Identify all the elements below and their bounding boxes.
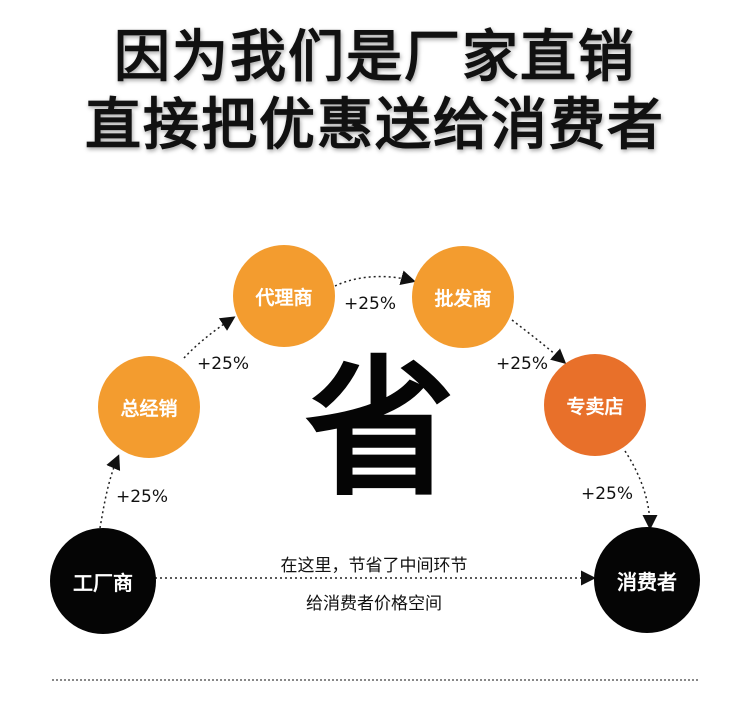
markup-label: +25% [496,354,549,374]
node-distributor: 总经销 [98,356,200,458]
markup-label: +25% [344,294,397,314]
headline-line-2: 直接把优惠送给消费者 [85,93,665,158]
node-manufacturer: 工厂商 [50,528,156,634]
node-agent: 代理商 [233,245,335,347]
arrow-manufacturer-to-distributor [99,454,121,529]
headline-line-1: 因为我们是厂家直销 [114,25,636,90]
markup-label: +25% [581,484,634,504]
arrow-wholesaler-to-retailer [511,319,567,364]
node-label: 总经销 [120,397,178,420]
node-label: 消费者 [617,569,677,594]
arrow-distributor-to-agent [183,316,236,359]
arrow-agent-to-wholesaler [334,270,416,287]
note-line-2: 给消费者价格空间 [306,594,442,614]
node-label: 专卖店 [566,395,624,418]
node-consumer: 消费者 [594,527,700,633]
node-label: 工厂商 [73,570,133,595]
bottom-divider [52,679,698,681]
node-retailer: 专卖店 [544,354,646,456]
markup-label: +25% [197,354,250,374]
node-wholesaler: 批发商 [412,246,514,348]
save-character: 省 [305,343,456,517]
note-line-1: 在这里，节省了中间环节 [280,556,468,576]
node-label: 批发商 [434,287,492,310]
node-label: 代理商 [255,286,313,309]
markup-label: +25% [116,487,169,507]
arrow-retailer-to-consumer [624,450,658,530]
